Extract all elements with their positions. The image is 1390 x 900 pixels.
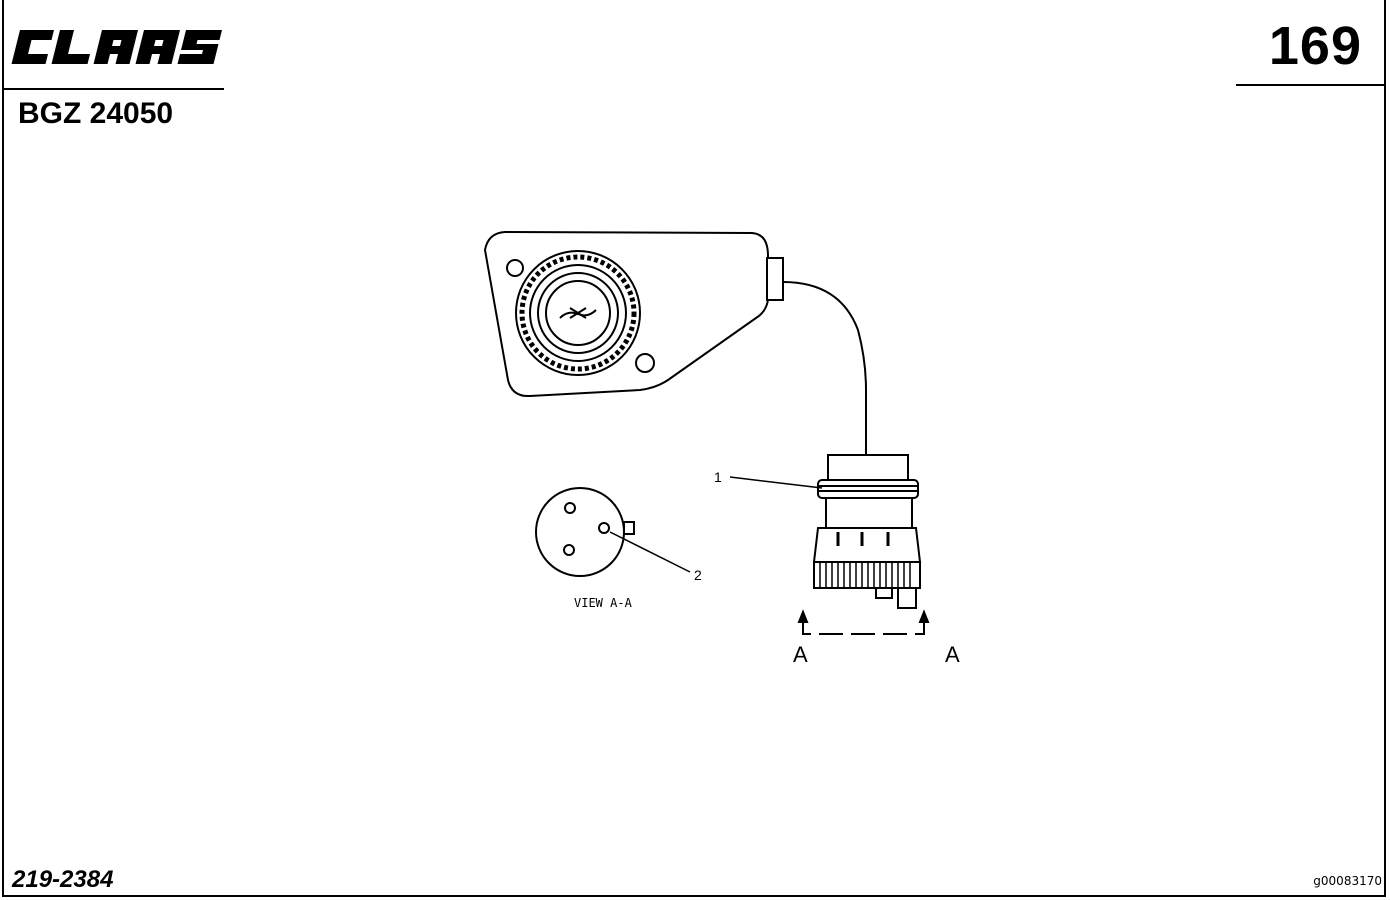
connector-collar bbox=[827, 454, 909, 481]
callout-1: 1 bbox=[714, 469, 722, 485]
page-number: 169 bbox=[1268, 16, 1362, 76]
section-line bbox=[802, 618, 925, 635]
connector-knurl bbox=[813, 561, 921, 589]
pin-hole-1 bbox=[564, 502, 576, 514]
logo-underline bbox=[2, 88, 224, 90]
sensor-diagram: 1 2 VIEW A-A A A bbox=[483, 230, 960, 667]
mounting-hole-top bbox=[506, 259, 524, 277]
sensor-cable bbox=[782, 281, 867, 455]
document-code: BGZ 24050 bbox=[18, 97, 174, 130]
key-tab bbox=[623, 521, 635, 535]
section-label-left: A bbox=[793, 642, 808, 667]
part-number: 219-2384 bbox=[12, 866, 114, 893]
connector-pin-left bbox=[875, 587, 893, 599]
page-number-underline bbox=[1236, 84, 1386, 86]
pin-hole-2 bbox=[598, 522, 610, 534]
cable-gland bbox=[766, 257, 784, 301]
mounting-hole-bottom bbox=[635, 353, 655, 373]
connector-pin-right bbox=[897, 587, 917, 609]
callout-2-leader bbox=[609, 531, 691, 573]
image-id: g00083170 bbox=[1313, 874, 1382, 888]
connector-nut bbox=[812, 527, 922, 563]
connector-seal bbox=[817, 479, 919, 499]
callout-2: 2 bbox=[694, 567, 702, 583]
view-aa-label: VIEW A-A bbox=[574, 596, 633, 610]
claas-logo bbox=[11, 30, 223, 64]
pin-hole-3 bbox=[563, 544, 575, 556]
connector-body bbox=[825, 497, 913, 529]
section-label-right: A bbox=[945, 642, 960, 667]
callout-1-leader bbox=[729, 476, 823, 489]
flange-body bbox=[483, 230, 769, 398]
toothed-wheel-outer bbox=[515, 250, 641, 376]
